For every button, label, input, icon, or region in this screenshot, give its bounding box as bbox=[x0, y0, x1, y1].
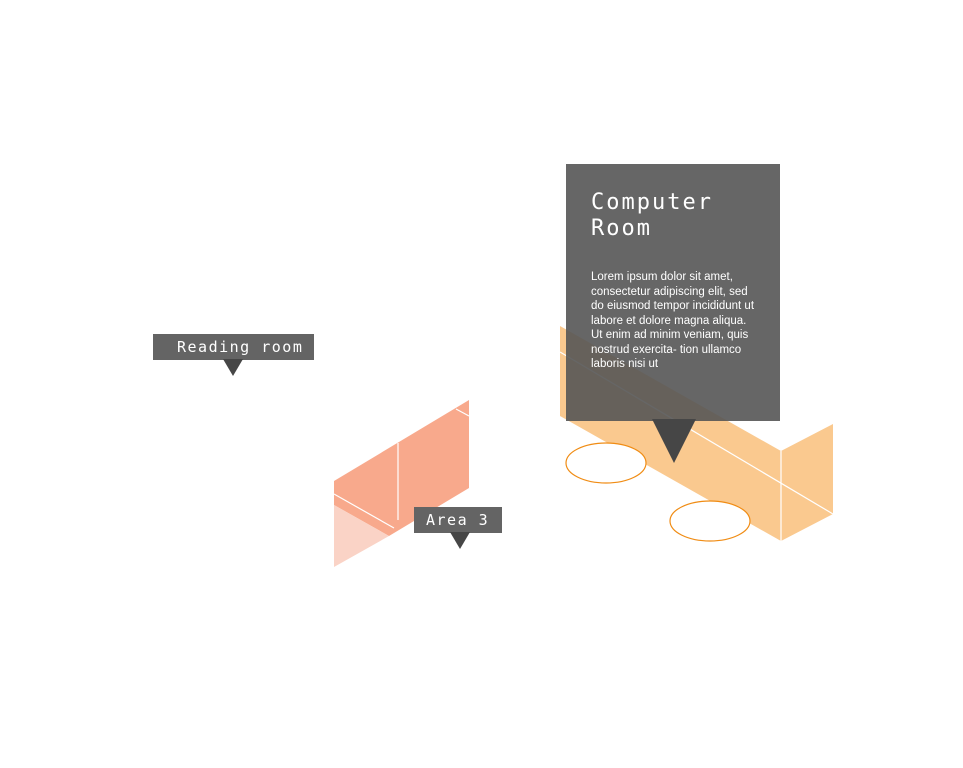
area-3-top-line bbox=[455, 408, 470, 417]
reading-room-pointer bbox=[223, 359, 243, 376]
reading-room-label-text: Reading room bbox=[177, 338, 304, 356]
computer-room-info-card[interactable]: Computer Room Lorem ipsum dolor sit amet… bbox=[566, 164, 780, 421]
area-3-label-text: Area 3 bbox=[426, 511, 490, 529]
table-oval-right bbox=[669, 500, 751, 542]
area-3-pointer bbox=[450, 532, 470, 549]
area-3-edge-line bbox=[333, 493, 395, 529]
computer-room-title: Computer Room bbox=[591, 190, 713, 241]
area-3-top-face bbox=[334, 400, 469, 536]
computer-room-pointer bbox=[652, 419, 696, 463]
reading-room-label[interactable]: Reading room bbox=[153, 334, 314, 360]
table-oval-left bbox=[565, 442, 647, 484]
computer-room-side-face bbox=[781, 424, 833, 541]
area-3-lower-face bbox=[334, 505, 389, 567]
area-3-label[interactable]: Area 3 bbox=[414, 507, 502, 533]
computer-room-description: Lorem ipsum dolor sit amet, consectetur … bbox=[591, 271, 755, 370]
